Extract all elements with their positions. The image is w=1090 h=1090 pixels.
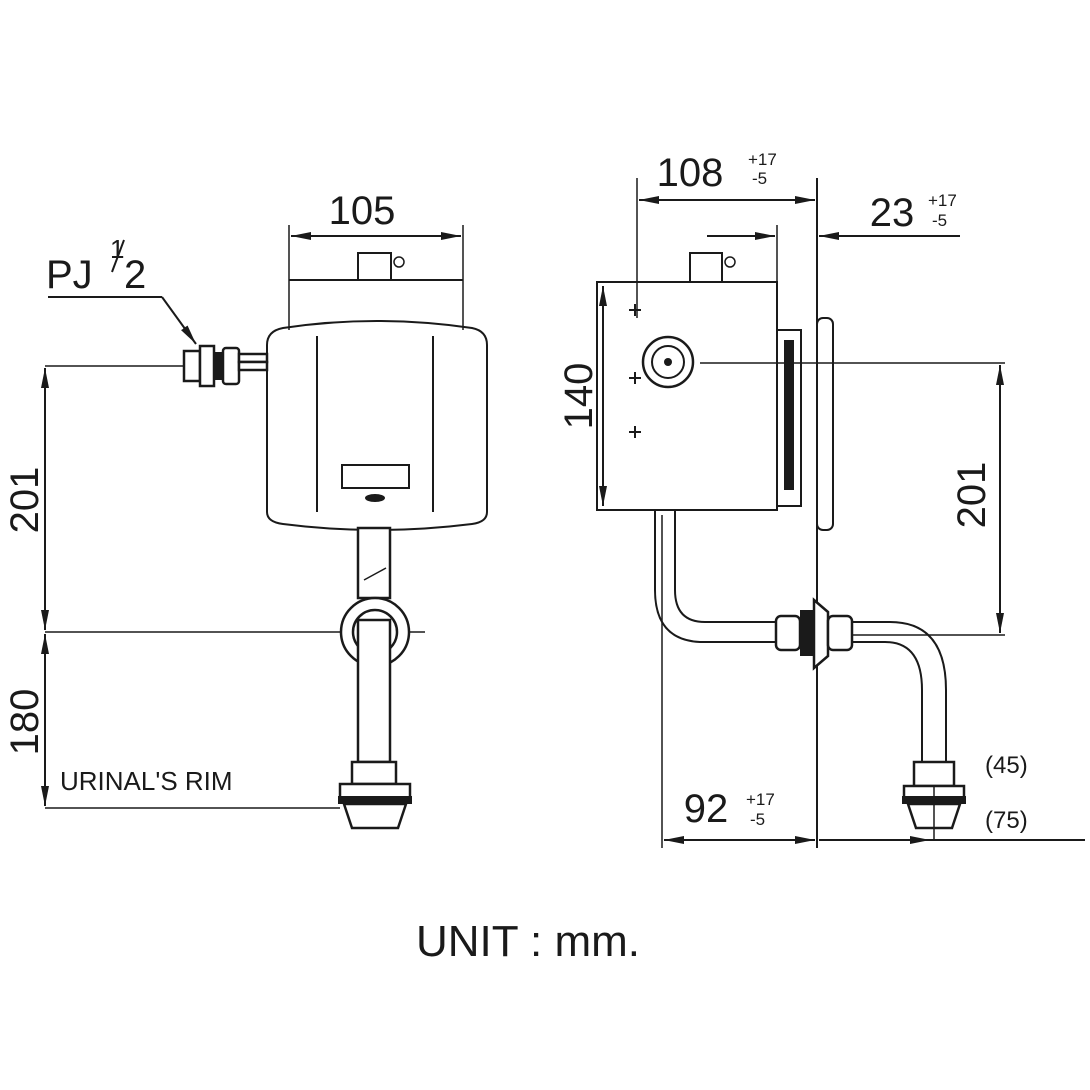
front-view: 105 PJ 1 2 201 (3, 189, 488, 830)
body-height-dim-label: 140 (557, 363, 601, 430)
wall-dim-label: 23 (870, 191, 915, 235)
body-height-dimension-140: 140 (557, 286, 607, 506)
urinal-rim-label: URINAL'S RIM (60, 766, 233, 796)
unit-label: UNIT : mm. (416, 917, 640, 966)
wall-tol-plus: +17 (928, 191, 957, 210)
outlet-pipe-side (654, 510, 966, 840)
inlet-fitting-side (641, 335, 695, 389)
width-dimension-105: 105 (288, 189, 464, 330)
top-knob (357, 252, 392, 281)
wall-dimension-23: 23 +17 -5 (707, 191, 960, 282)
wall-flange (816, 317, 834, 531)
outlet-dimension-92: 92 +17 -5 (661, 515, 1085, 848)
sensor-window (341, 464, 410, 489)
side-view: 108 +17 -5 23 +17 -5 (557, 150, 1085, 848)
outlet-pipe-front (338, 526, 412, 830)
depth-dimension-108: 108 +17 -5 (636, 150, 818, 848)
connector-fraction-denominator: 2 (124, 253, 146, 297)
outlet-dim-label: 92 (684, 787, 729, 831)
depth-tol-minus: -5 (752, 169, 767, 188)
spud-dim-45: (45) (985, 752, 1028, 779)
mounting-bracket (776, 329, 802, 507)
outlet-tol-minus: -5 (750, 810, 765, 829)
mounting-screws (629, 304, 641, 438)
depth-dim-label: 108 (657, 151, 724, 195)
spud-dim-75: (75) (985, 807, 1028, 834)
rim-dim-label: 180 (3, 689, 47, 756)
sensor-eye (365, 494, 385, 502)
connector-fraction-numerator: 1 (110, 234, 124, 264)
width-dim-label: 105 (329, 189, 396, 233)
wall-tol-minus: -5 (932, 211, 947, 230)
height-dim-label: 201 (3, 467, 47, 534)
rim-dimension-180: 180 URINAL'S RIM (3, 634, 340, 809)
inlet-connector: PJ 1 2 (46, 234, 269, 388)
valve-body-side (596, 281, 778, 511)
side-height-dim-label: 201 (950, 462, 994, 529)
height-dimension-201-side: 201 (700, 362, 1005, 636)
connector-label: PJ (46, 253, 93, 297)
depth-tol-plus: +17 (748, 150, 777, 169)
height-dimension-201: 201 (3, 365, 184, 630)
outlet-tol-plus: +17 (746, 790, 775, 809)
valve-body-front (266, 320, 488, 531)
